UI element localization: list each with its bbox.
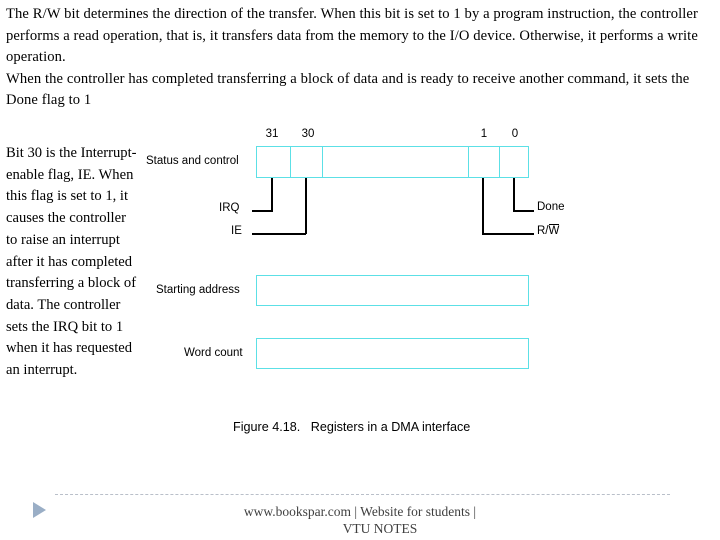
- intro-paragraph-2: When the controller has completed transf…: [6, 70, 690, 109]
- rw-overbar-text: W: [548, 224, 560, 237]
- left-column-text-block: Bit 30 is the Interrupt-enable flag, IE.…: [6, 143, 138, 382]
- rw-prefix-text: R/: [537, 225, 549, 237]
- flag-label-ie: IE: [231, 225, 242, 237]
- done-leader-horizontal: [513, 210, 534, 212]
- irq-leader-horizontal: [252, 210, 273, 212]
- ie-leader-horizontal: [252, 233, 306, 235]
- figure-caption: Figure 4.18. Registers in a DMA interfac…: [233, 420, 470, 434]
- register-label-starting-address: Starting address: [156, 284, 240, 296]
- footer-text-block: www.bookspar.com | Website for students …: [0, 503, 720, 537]
- register-label-word-count: Word count: [184, 347, 243, 359]
- intro-text-block: The R/W bit determines the direction of …: [6, 4, 706, 112]
- footer-line-1: www.bookspar.com | Website for students …: [243, 504, 477, 519]
- figure-caption-number: Figure 4.18.: [233, 420, 301, 434]
- dma-registers-figure: 31 30 1 0 Status and control IRQ IE Done…: [0, 120, 720, 440]
- register-label-status-and-control: Status and control: [146, 155, 239, 167]
- status-register-divider-3: [468, 146, 470, 178]
- bit-number-0: 0: [511, 128, 519, 140]
- flag-label-rw: R/W: [537, 224, 560, 237]
- rw-leader-vertical: [482, 178, 484, 234]
- word-count-register-box: [256, 338, 529, 369]
- status-register-divider-1: [290, 146, 292, 178]
- footer-line-2: VTU NOTES: [342, 521, 418, 536]
- flag-label-done: Done: [537, 201, 565, 213]
- ie-leader-vertical: [305, 178, 307, 234]
- starting-address-register-box: [256, 275, 529, 306]
- bit-number-31: 31: [265, 128, 279, 140]
- figure-caption-text: Registers in a DMA interface: [310, 420, 471, 434]
- status-and-control-register-box: [256, 146, 529, 178]
- footer-divider: [55, 494, 670, 495]
- status-register-divider-4: [499, 146, 501, 178]
- bit-number-30: 30: [301, 128, 315, 140]
- irq-leader-vertical: [271, 178, 273, 211]
- flag-label-irq: IRQ: [219, 202, 240, 214]
- play-triangle-icon: [33, 502, 46, 518]
- intro-paragraph-1: The R/W bit determines the direction of …: [6, 6, 698, 65]
- bit-number-1: 1: [480, 128, 488, 140]
- left-column-paragraph: Bit 30 is the Interrupt-enable flag, IE.…: [6, 145, 137, 379]
- done-leader-vertical: [513, 178, 515, 211]
- status-register-divider-2: [322, 146, 324, 178]
- rw-leader-horizontal: [482, 233, 534, 235]
